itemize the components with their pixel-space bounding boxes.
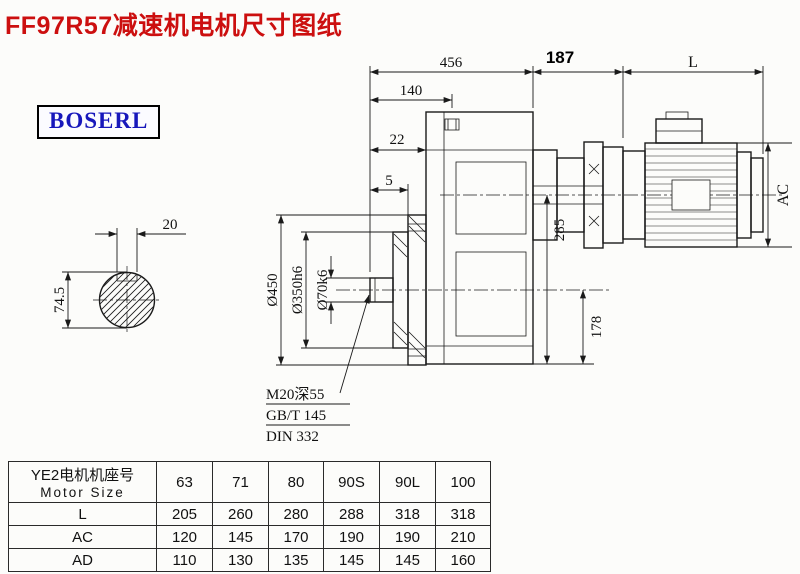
dim-140-label: 140 [400,83,423,99]
motor-nameplate [671,179,711,211]
gearbox-housing [425,111,534,365]
motor-size-header: YE2电机机座号 Motor Size [8,461,157,503]
row-label: AC [8,525,157,549]
table-row-AD: AD 110 130 135 145 145 160 [8,548,491,572]
dim-dia70-label: Ø70k6 [315,269,331,310]
dim-dia450-label: Ø450 [265,273,281,306]
spec-table: YE2电机机座号 Motor Size 63 71 80 90S 90L 100… [8,461,491,572]
dim-dia350-label: Ø350h6 [290,265,306,314]
table-cell: 280 [268,502,324,526]
table-cell: 210 [435,525,491,549]
table-header-row: YE2电机机座号 Motor Size 63 71 80 90S 90L 100 [8,461,491,503]
brand-badge: BOSERL [37,105,161,139]
table-cell: 90L [379,461,436,503]
table-row-AC: AC 120 145 170 190 190 210 [8,525,491,549]
page-title: FF97R57减速机电机尺寸图纸 [5,12,343,40]
fan-cover [750,157,764,233]
motor-size-header-en: Motor Size [40,485,125,500]
table-cell: 318 [379,502,436,526]
output-flange [369,214,427,366]
table-cell: 120 [156,525,213,549]
dimension-lines [62,66,792,426]
section-hatching [100,273,154,327]
centerlines [93,194,782,334]
dim-187-label: 187 [546,48,574,67]
table-cell: 135 [268,548,324,572]
note-m20-label: M20深55 [266,386,324,403]
table-cell: 90S [323,461,380,503]
table-cell: 318 [435,502,491,526]
table-cell: 190 [323,525,380,549]
table-cell: 145 [212,525,269,549]
dim-L-label: L [688,54,698,71]
dimension-labels: 456 187 L 140 22 5 285 AC 178 Ø450 Ø350h… [52,48,792,445]
table-cell: 80 [268,461,324,503]
table-cell: 145 [379,548,436,572]
motor-size-header-cn: YE2电机机座号 [30,467,135,484]
note-gbt-label: GB/T 145 [266,408,326,424]
table-cell: 130 [212,548,269,572]
table-cell: 205 [156,502,213,526]
brand-text: BOSERL [49,108,149,133]
dim-AC-label: AC [775,184,792,206]
table-cell: 110 [156,548,213,572]
dim-285-label: 285 [552,219,568,242]
table-cell: 170 [268,525,324,549]
row-label: AD [8,548,157,572]
table-cell: 71 [212,461,269,503]
shaft-section-detail [98,271,156,329]
dim-178-label: 178 [589,316,605,339]
dim-745-label: 74.5 [52,287,68,313]
lifting-bolt-icon [444,118,460,131]
row-label: L [8,502,157,526]
table-cell: 63 [156,461,213,503]
table-cell: 100 [435,461,491,503]
dim-20-label: 20 [163,217,178,233]
table-cell: 145 [323,548,380,572]
table-cell: 260 [212,502,269,526]
table-cell: 288 [323,502,380,526]
table-row-L: L 205 260 280 288 318 318 [8,502,491,526]
motor [622,111,764,248]
table-cell: 160 [435,548,491,572]
dim-5-label: 5 [385,173,393,189]
dim-456-label: 456 [440,55,463,71]
table-cell: 190 [379,525,436,549]
terminal-box [655,111,703,144]
note-din-label: DIN 332 [266,429,319,445]
dim-22-label: 22 [390,132,405,148]
